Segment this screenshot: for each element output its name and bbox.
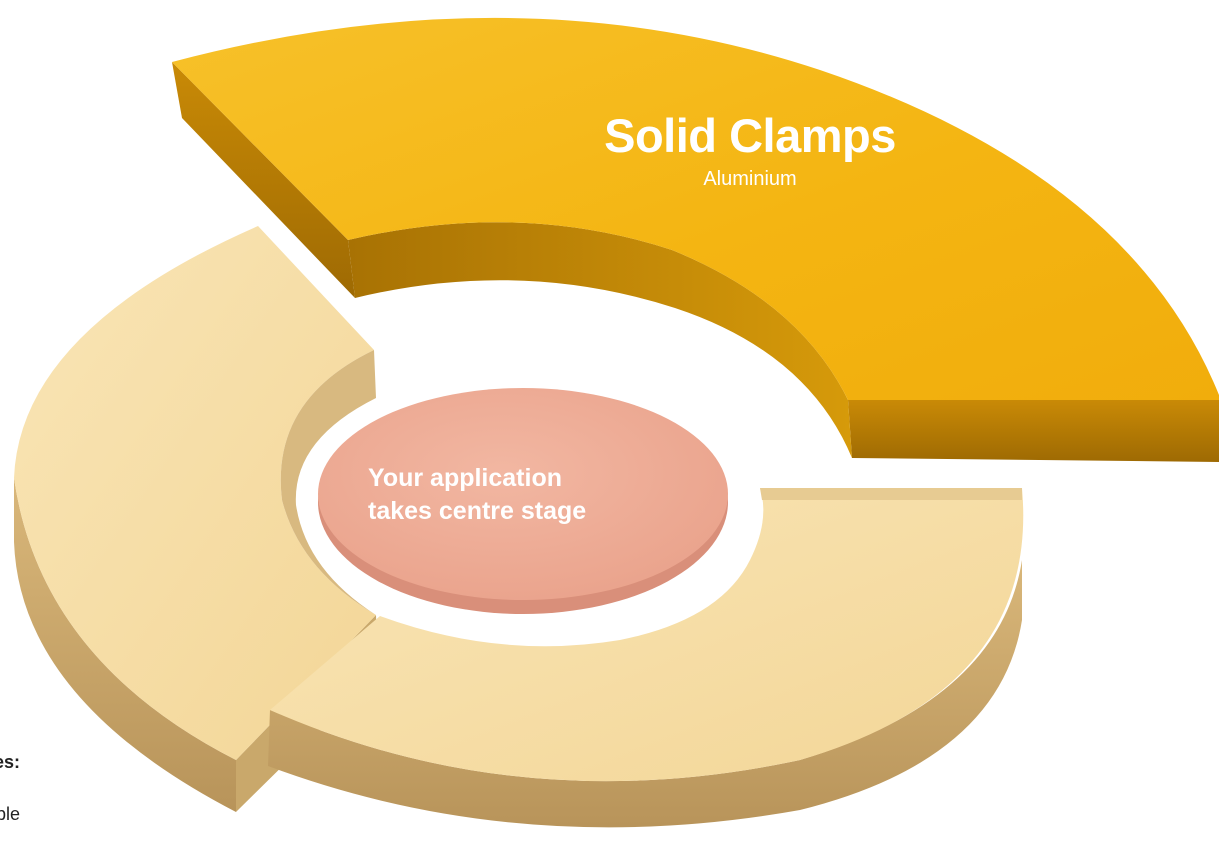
center-label-line-2: takes centre stage [368, 497, 587, 525]
segment-solid-clamps-left-face [172, 62, 355, 298]
segment-left-top-face [14, 226, 376, 760]
side-note-line: able [0, 804, 21, 824]
segment-title: Solid Clamps [604, 109, 896, 162]
center-disc-top [318, 388, 728, 600]
segment-solid-clamps-right-face [848, 400, 1219, 462]
center-disc [318, 388, 728, 614]
center-label-line-1: Your application [368, 464, 562, 492]
center-label: Your application takes centre stage [368, 462, 668, 528]
segment-solid-clamps-inner-face [348, 222, 852, 458]
segment-subtitle: Aluminium [703, 168, 797, 190]
segment-left-outer-face [14, 478, 236, 812]
segment-right-end-face [760, 488, 1022, 500]
segment-right [268, 488, 1024, 828]
side-note-heading: es: [0, 752, 21, 772]
segment-left-inner-face [280, 350, 376, 615]
segment-right-top-face [270, 488, 1024, 782]
segment-solid-clamps [172, 17, 1219, 462]
segment-solid-clamps-top-face [172, 17, 1219, 401]
segment-right-outer-face [268, 560, 1022, 828]
